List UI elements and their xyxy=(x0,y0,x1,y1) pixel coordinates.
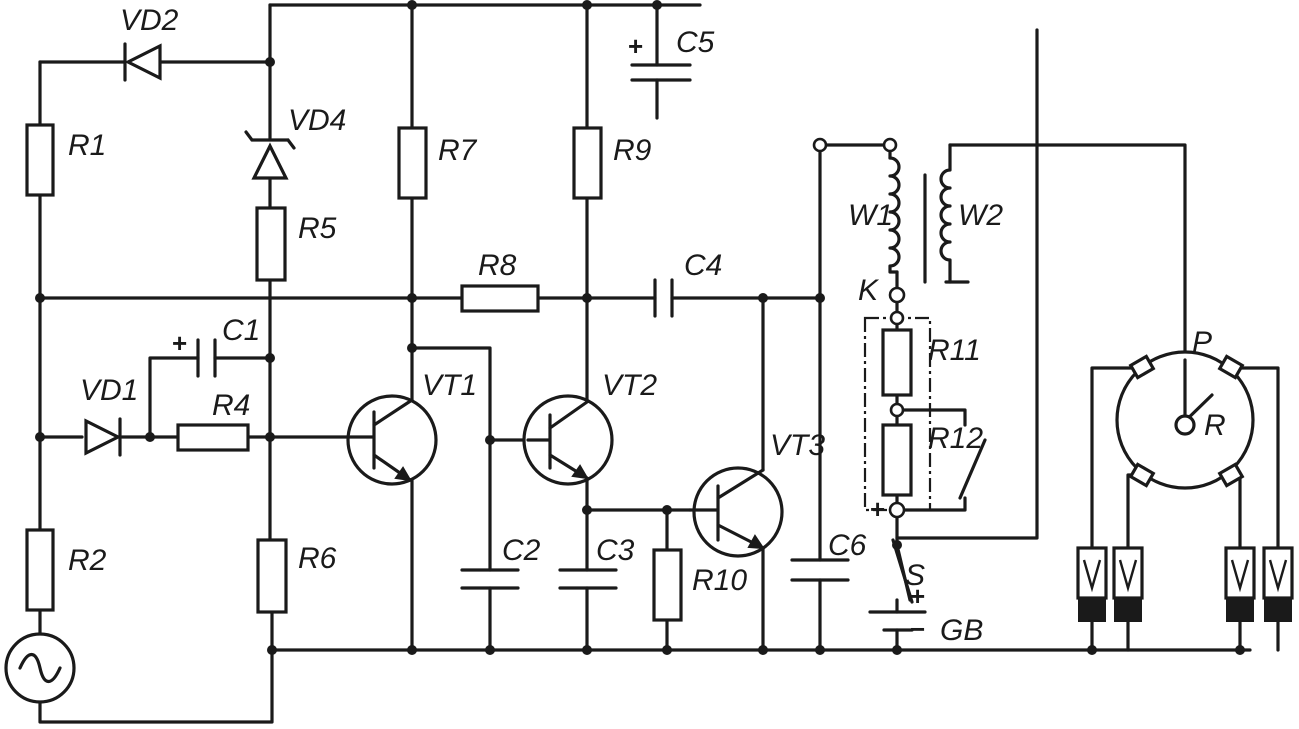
transistor-vt1 xyxy=(346,394,438,486)
label-p: P xyxy=(1192,326,1212,359)
resistor-r8 xyxy=(460,284,540,313)
polarity-signs: + + + + − xyxy=(172,31,925,644)
zener-diode-vd4 xyxy=(244,130,296,180)
winding-w1 xyxy=(888,156,901,274)
capacitor-c4 xyxy=(653,278,674,318)
c5-plus-sign: + xyxy=(628,31,643,61)
capacitors xyxy=(196,63,850,590)
distributor-p xyxy=(1115,350,1255,490)
label-r11: R11 xyxy=(928,334,981,367)
spark-plug-3 xyxy=(1224,546,1256,622)
resistor-r1 xyxy=(25,123,55,197)
label-vt1: VT1 xyxy=(422,369,477,402)
resistor-r6 xyxy=(256,538,288,614)
spark-plug-2 xyxy=(1112,546,1144,622)
resistor-r4 xyxy=(176,423,250,452)
c1-plus-sign: + xyxy=(172,328,187,358)
ac-source xyxy=(4,632,76,704)
capacitor-c6 xyxy=(790,558,850,582)
transistor-vt3 xyxy=(688,466,784,558)
capacitor-c2 xyxy=(460,568,520,590)
junction-dots xyxy=(35,0,1245,655)
label-vd1: VD1 xyxy=(80,374,138,407)
terminal-r12-mid xyxy=(889,402,905,418)
diode-vd2 xyxy=(123,42,162,82)
spark-plug-1 xyxy=(1076,546,1108,622)
spark-plugs xyxy=(1076,546,1294,622)
label-vd2: VD2 xyxy=(120,4,179,37)
label-w2: W2 xyxy=(958,199,1003,232)
label-r7: R7 xyxy=(438,134,478,167)
capacitor-c3 xyxy=(558,568,618,590)
resistor-r5 xyxy=(255,206,287,282)
terminal-r11-top xyxy=(889,310,905,326)
capacitor-c1 xyxy=(196,338,217,378)
label-r8: R8 xyxy=(478,249,517,282)
label-r: R xyxy=(1204,409,1226,442)
r12-plus-sign: + xyxy=(870,494,885,524)
r11-r12-module-frame xyxy=(863,316,932,512)
terminal-top-left xyxy=(812,137,828,153)
label-r12: R12 xyxy=(928,422,983,455)
resistors xyxy=(25,123,932,622)
label-gb: GB xyxy=(940,614,983,647)
spark-plug-4 xyxy=(1262,546,1294,622)
label-r9: R9 xyxy=(613,134,652,167)
component-labels: VD2 R1 VD4 R7 R9 C5 W1 W2 R5 R8 C4 K C1 … xyxy=(68,4,1226,647)
battery-gb xyxy=(868,610,927,632)
resistor-r12 xyxy=(881,423,913,497)
label-r1: R1 xyxy=(68,129,106,162)
label-r5: R5 xyxy=(298,212,337,245)
winding-w2 xyxy=(939,143,952,284)
label-vd4: VD4 xyxy=(288,104,346,137)
label-c2: C2 xyxy=(502,534,541,567)
gb-plus-sign: + xyxy=(910,581,925,611)
label-r2: R2 xyxy=(68,544,107,577)
switch-s xyxy=(891,538,914,604)
ignition-coil xyxy=(812,137,952,519)
label-r10: R10 xyxy=(692,564,747,597)
label-w1: W1 xyxy=(848,199,893,232)
resistor-r9 xyxy=(572,126,603,200)
transistors xyxy=(346,394,784,558)
transistor-vt2 xyxy=(522,394,614,486)
diodes xyxy=(84,42,296,457)
diode-vd1 xyxy=(84,417,122,457)
label-vt3: VT3 xyxy=(770,429,825,462)
label-c1: C1 xyxy=(222,314,260,347)
resistor-r7 xyxy=(397,126,428,200)
label-c4: C4 xyxy=(684,249,722,282)
resistor-r2 xyxy=(25,528,55,612)
label-s: S xyxy=(905,559,925,592)
terminal-top-coil xyxy=(882,137,898,153)
resistor-r10 xyxy=(652,548,683,622)
terminal-plus xyxy=(888,501,906,519)
label-c5: C5 xyxy=(676,26,715,59)
terminal-k xyxy=(888,286,906,304)
gb-minus-sign: − xyxy=(910,614,925,644)
label-k: K xyxy=(858,274,880,307)
label-c3: C3 xyxy=(596,534,635,567)
label-vt2: VT2 xyxy=(602,369,657,402)
resistor-r11 xyxy=(881,328,913,397)
label-r6: R6 xyxy=(298,542,337,575)
label-r4: R4 xyxy=(212,389,250,422)
capacitor-c5 xyxy=(630,63,692,82)
label-c6: C6 xyxy=(828,529,867,562)
